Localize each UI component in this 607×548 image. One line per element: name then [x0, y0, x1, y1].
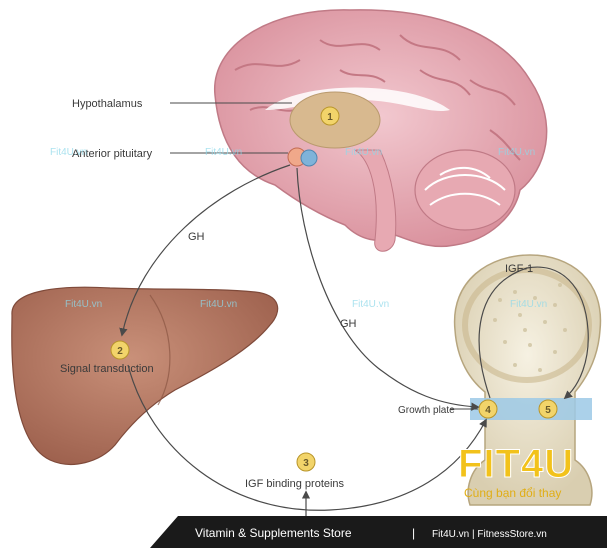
watermark: Fit4U.vn	[65, 299, 102, 310]
step-4-badge: 4	[479, 400, 497, 418]
step-3-badge: 3	[297, 453, 315, 471]
footer-sites-text[interactable]: Fit4U.vn | FitnessStore.vn	[432, 529, 547, 540]
brain-illustration	[215, 10, 547, 251]
watermark: Fit4U.vn	[498, 147, 535, 158]
step-1-badge: 1	[321, 107, 339, 125]
igf1-label: IGF-1	[505, 263, 533, 275]
gh-right-label: GH	[340, 318, 357, 330]
signal-transduction-label: Signal transduction	[60, 363, 154, 375]
watermark: Fit4U.vn	[200, 299, 237, 310]
step-1-number: 1	[327, 112, 333, 123]
step-2-badge: 2	[111, 341, 129, 359]
footer-divider: |	[412, 526, 415, 540]
growth-plate-label: Growth plate	[398, 405, 455, 416]
footer-store-text: Vitamin & Supplements Store	[195, 526, 352, 540]
fit4u-logo-text: FIT4U	[458, 442, 574, 486]
watermark: Fit4U.vn	[50, 147, 87, 158]
footer-banner: Vitamin & Supplements Store | Fit4U.vn |…	[150, 516, 607, 548]
watermark: Fit4U.vn	[345, 147, 382, 158]
step-2-number: 2	[117, 346, 123, 357]
watermark: Fit4U.vn	[352, 299, 389, 310]
watermark: Fit4U.vn	[205, 147, 242, 158]
watermark: Fit4U.vn	[510, 299, 547, 310]
fit4u-logo: FIT4U Cùng bạn đổi thay	[458, 442, 574, 500]
step-3-number: 3	[303, 458, 309, 469]
hypothalamus-label: Hypothalamus	[72, 98, 143, 110]
brand-tagline: Cùng bạn đổi thay	[464, 486, 561, 500]
step-5-number: 5	[545, 405, 551, 416]
gh-left-label: GH	[188, 231, 205, 243]
liver-illustration	[12, 287, 278, 464]
igf-binding-proteins-label: IGF binding proteins	[245, 478, 345, 490]
step-4-number: 4	[485, 405, 491, 416]
step-5-badge: 5	[539, 400, 557, 418]
